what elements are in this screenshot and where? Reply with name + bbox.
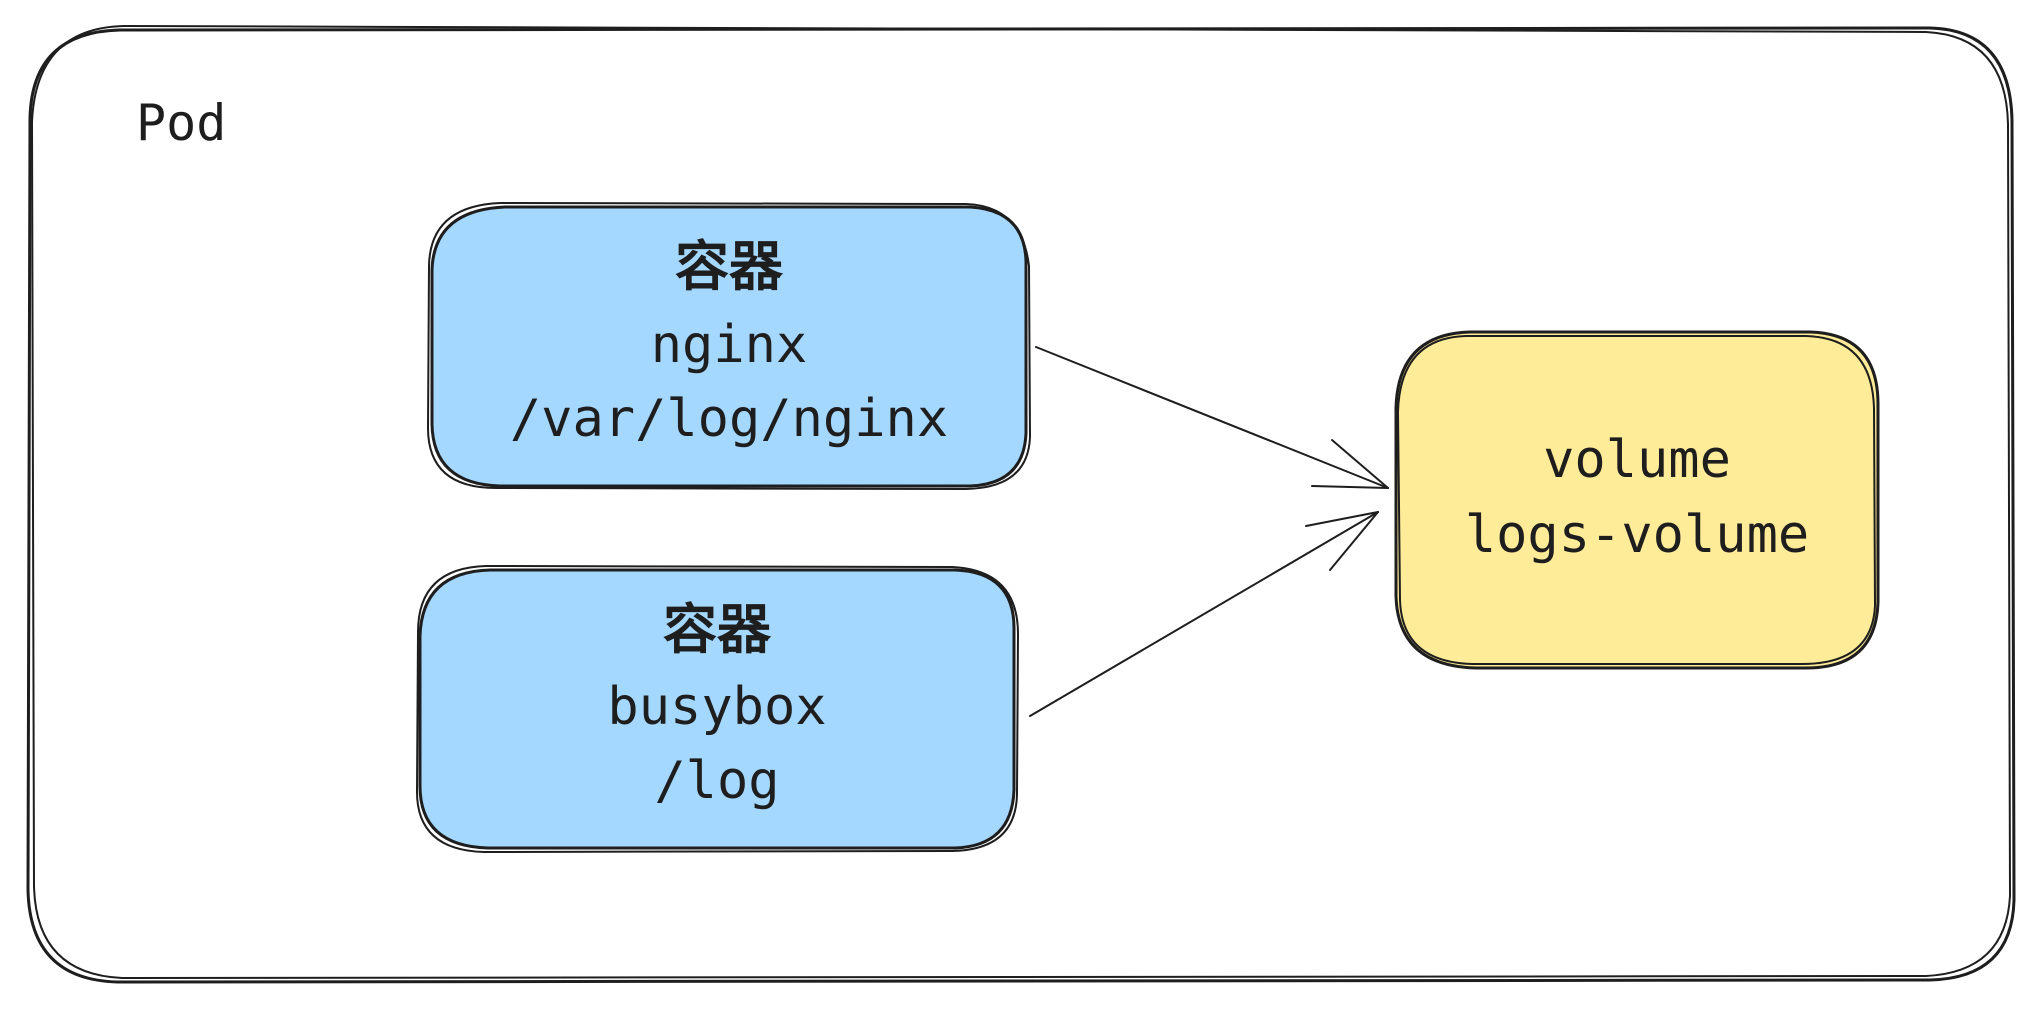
container-busybox-path: /log (654, 751, 779, 811)
arrow-nginx-to-volume[interactable] (1035, 346, 1389, 489)
volume-node[interactable]: volume logs-volume (1394, 330, 1880, 670)
container-nginx[interactable]: 容器 nginx /var/log/nginx (427, 202, 1031, 490)
pod-label: Pod (136, 94, 226, 152)
container-nginx-path: /var/log/nginx (510, 389, 948, 449)
volume-fill (1396, 332, 1878, 668)
container-busybox[interactable]: 容器 busybox /log (415, 565, 1019, 853)
container-busybox-fill (420, 570, 1015, 848)
container-nginx-name: nginx (651, 315, 808, 375)
container-nginx-kind: 容器 (675, 235, 784, 298)
volume-kind: volume (1543, 430, 1731, 490)
arrow-busybox-to-volume[interactable] (1029, 511, 1379, 717)
container-nginx-fill (432, 207, 1026, 486)
volume-name: logs-volume (1465, 505, 1809, 565)
container-busybox-kind: 容器 (663, 598, 772, 661)
container-busybox-name: busybox (607, 677, 826, 737)
pod-frame[interactable] (26, 25, 2016, 984)
